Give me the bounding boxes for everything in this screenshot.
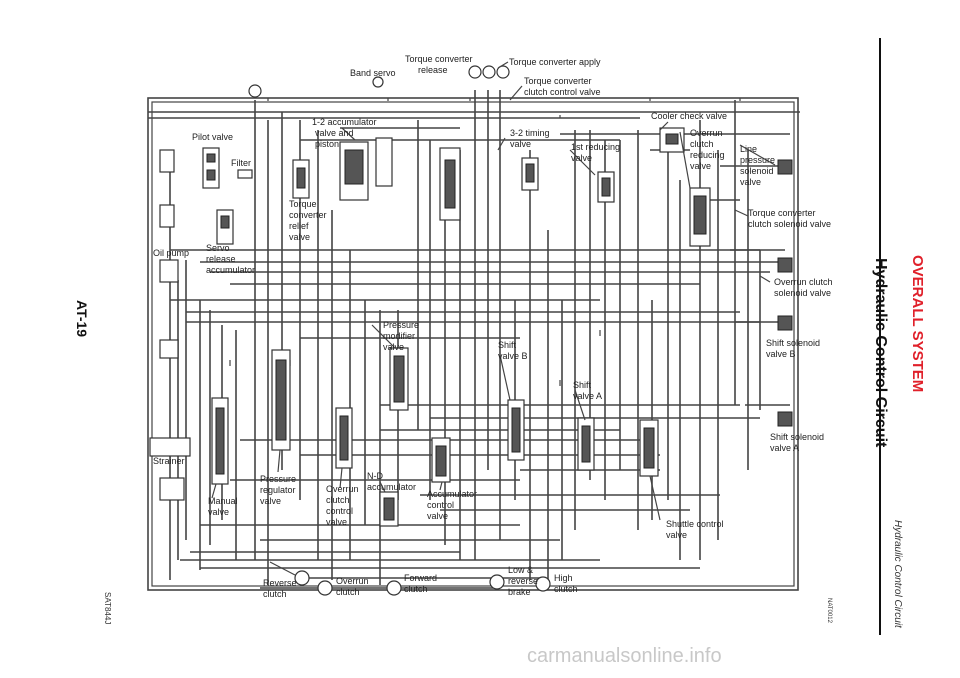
- label-torque-converter-apply: Torque converter apply: [509, 57, 601, 67]
- band-servo-circle: [372, 76, 384, 88]
- reference-code: NAT0012: [826, 598, 832, 623]
- low-reverse-brake-circle: [489, 574, 505, 590]
- label-cooler-check-valve: Cooler check valve: [651, 111, 727, 121]
- watermark: carmanualsonline.info: [527, 645, 722, 667]
- clutch-circles: [248, 65, 551, 596]
- overrun-clutch-solenoid-body: [777, 257, 793, 273]
- top-circle: [248, 84, 262, 98]
- label-strainer: Strainer: [153, 456, 185, 466]
- label-band-servo: Band servo: [350, 68, 396, 78]
- solenoid-valves: [777, 159, 793, 427]
- shift-solenoid-b-body: [777, 315, 793, 331]
- tc-release-circle: [468, 65, 482, 79]
- shift-solenoid-a-body: [777, 411, 793, 427]
- valve-bodies: [149, 127, 711, 527]
- label-pilot-valve: Pilot valve: [192, 132, 233, 142]
- label-filter: Filter: [231, 158, 251, 168]
- hydraulic-lines: [147, 90, 800, 591]
- section-title: OVERALL SYSTEM: [909, 255, 926, 393]
- page-title: Hydraulic Control Circuit: [872, 258, 889, 448]
- line-pressure-solenoid-body: [777, 159, 793, 175]
- tc-apply-circle-1: [482, 65, 496, 79]
- overrun-clutch-circle: [317, 580, 333, 596]
- margin-rule: [879, 38, 881, 635]
- forward-clutch-circle: [386, 580, 402, 596]
- leader-lines: [211, 61, 776, 576]
- page-number: AT-19: [74, 300, 90, 338]
- reverse-clutch-circle: [294, 570, 310, 586]
- figure-code: SAT844J: [103, 592, 112, 625]
- header-subtitle: Hydraulic Control Circuit: [892, 520, 903, 628]
- tc-apply-circle-2: [496, 65, 510, 79]
- high-clutch-circle: [535, 576, 551, 592]
- label-oil-pump: Oil pump: [153, 248, 189, 258]
